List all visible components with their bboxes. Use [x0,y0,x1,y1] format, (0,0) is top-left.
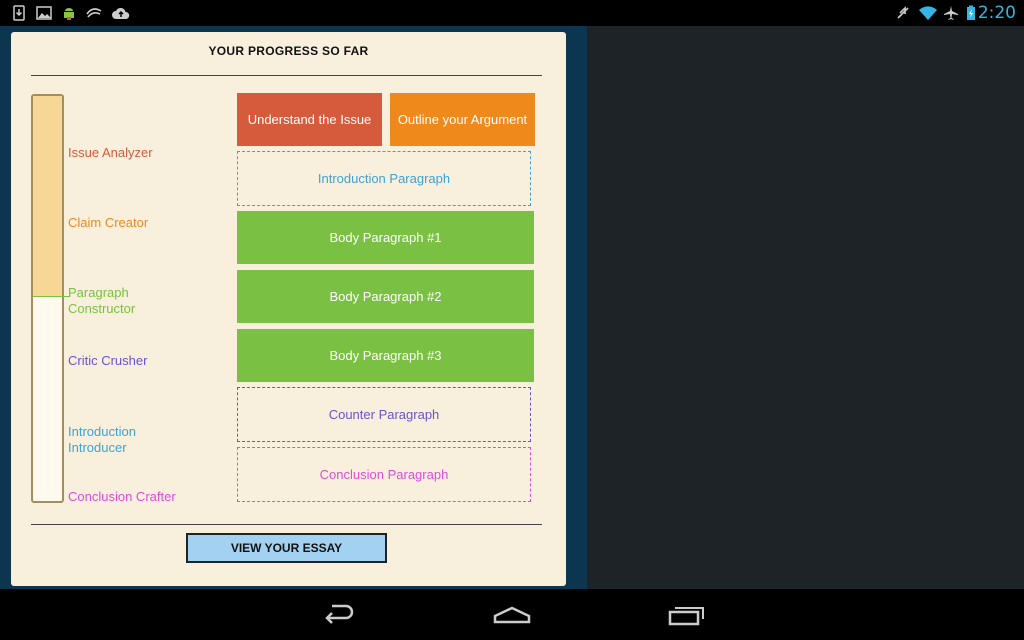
home-icon[interactable] [492,599,532,629]
android-icon [64,8,74,20]
recent-apps-icon[interactable] [666,599,706,629]
stage-introduction-introducer: Introduction Introducer [68,424,136,455]
progress-meter [31,94,64,503]
step-body-paragraph-1-button[interactable]: Body Paragraph #1 [237,211,534,264]
system-nav-bar [0,589,1024,640]
battery-charging-icon [967,5,975,20]
clock: 2:20 [977,3,1016,23]
gallery-icon [36,6,52,20]
step-body-paragraph-3-button[interactable]: Body Paragraph #3 [237,329,534,382]
airplane-icon [944,6,958,20]
step-body-paragraph-2-button[interactable]: Body Paragraph #2 [237,270,534,323]
top-divider [31,75,542,76]
step-outline-argument-button[interactable]: Outline your Argument [390,93,535,146]
progress-meter-level [33,296,62,297]
cloud-upload-icon [112,7,130,19]
step-understand-issue-button[interactable]: Understand the Issue [237,93,382,146]
mute-icon [897,6,909,19]
bottom-divider [31,524,542,525]
step-introduction-paragraph-button[interactable]: Introduction Paragraph [237,151,531,206]
stage-critic-crusher: Critic Crusher [68,353,148,368]
download-icon [13,5,25,21]
step-counter-paragraph-button[interactable]: Counter Paragraph [237,387,531,442]
view-essay-button[interactable]: VIEW YOUR ESSAY [186,533,387,563]
progress-meter-fill [33,96,62,296]
stage-issue-analyzer: Issue Analyzer [68,145,153,160]
progress-card: YOUR PROGRESS SO FAR Issue Analyzer Clai… [11,32,566,586]
stage-conclusion-crafter: Conclusion Crafter [68,489,176,504]
progress-meter-tick [60,296,70,297]
back-icon[interactable] [318,599,358,629]
wifi-icon [919,6,937,20]
status-bar: 2:20 [0,0,1024,26]
page-title: YOUR PROGRESS SO FAR [208,44,369,58]
stage-paragraph-constructor: Paragraph Constructor [68,285,136,316]
right-pane [587,26,1024,589]
stage-claim-creator: Claim Creator [68,215,149,230]
step-conclusion-paragraph-button[interactable]: Conclusion Paragraph [237,447,531,502]
sprint-icon [86,8,102,18]
